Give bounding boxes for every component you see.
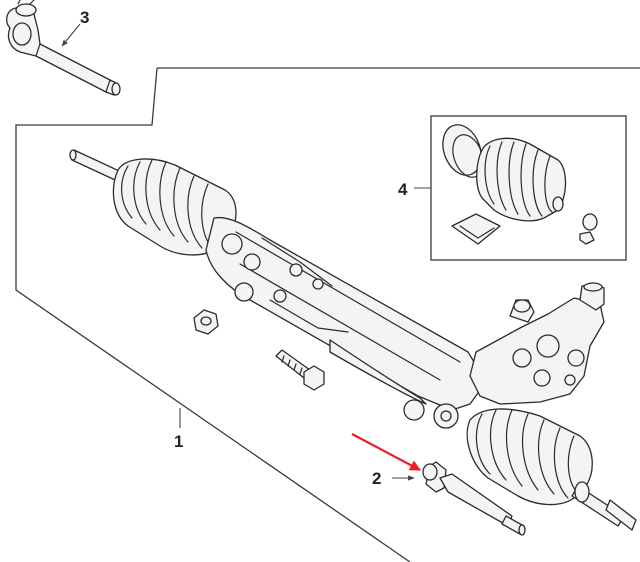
mounting-nut (193, 309, 219, 335)
steering-rack-assembly (69, 149, 637, 531)
red-pointer-arrow-icon (351, 433, 421, 471)
assembly-outline-frame (15, 67, 640, 562)
inner-tie-rod (422, 461, 526, 536)
callout-number-1: 1 (174, 432, 183, 451)
callout-number-2: 2 (372, 469, 381, 488)
callout-number-3: 3 (80, 8, 89, 27)
callout-number-4: 4 (398, 180, 408, 199)
boot-kit-contents (442, 124, 598, 245)
mounting-bolt (275, 349, 325, 391)
leader-line-3 (61, 23, 81, 47)
outer-tie-rod-end (5, 0, 121, 96)
